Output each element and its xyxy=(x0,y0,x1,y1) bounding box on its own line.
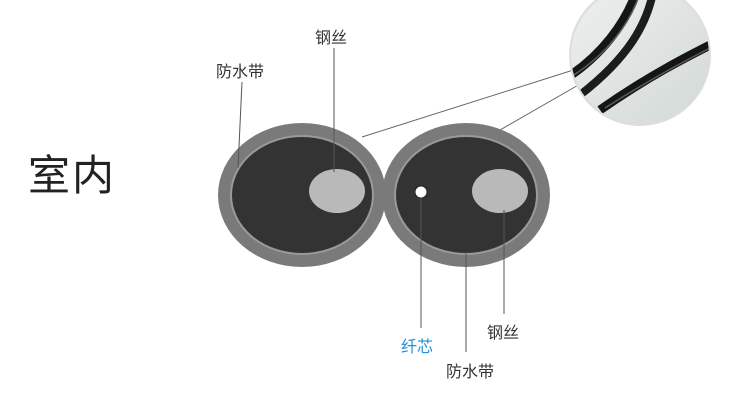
cable-closeup-photo xyxy=(570,0,710,125)
closeup-frame xyxy=(569,0,711,126)
fiber-core xyxy=(414,185,428,199)
label-wire-left: 钢丝 xyxy=(315,28,348,47)
label-tape-left: 防水带 xyxy=(216,62,265,81)
zoom-connector-left xyxy=(361,65,587,138)
cable-left-steel-wire xyxy=(309,169,365,213)
diagram-title: 室内 xyxy=(28,151,117,200)
label-tape-right: 防水带 xyxy=(446,362,495,381)
cable-left xyxy=(218,123,386,267)
cable-right xyxy=(382,123,550,267)
cable-right-steel-wire xyxy=(472,169,528,213)
leader-tape-left xyxy=(237,81,243,169)
label-fiber: 纤芯 xyxy=(401,337,434,356)
cable-left-tape xyxy=(230,135,374,255)
label-wire-right: 钢丝 xyxy=(487,323,520,342)
